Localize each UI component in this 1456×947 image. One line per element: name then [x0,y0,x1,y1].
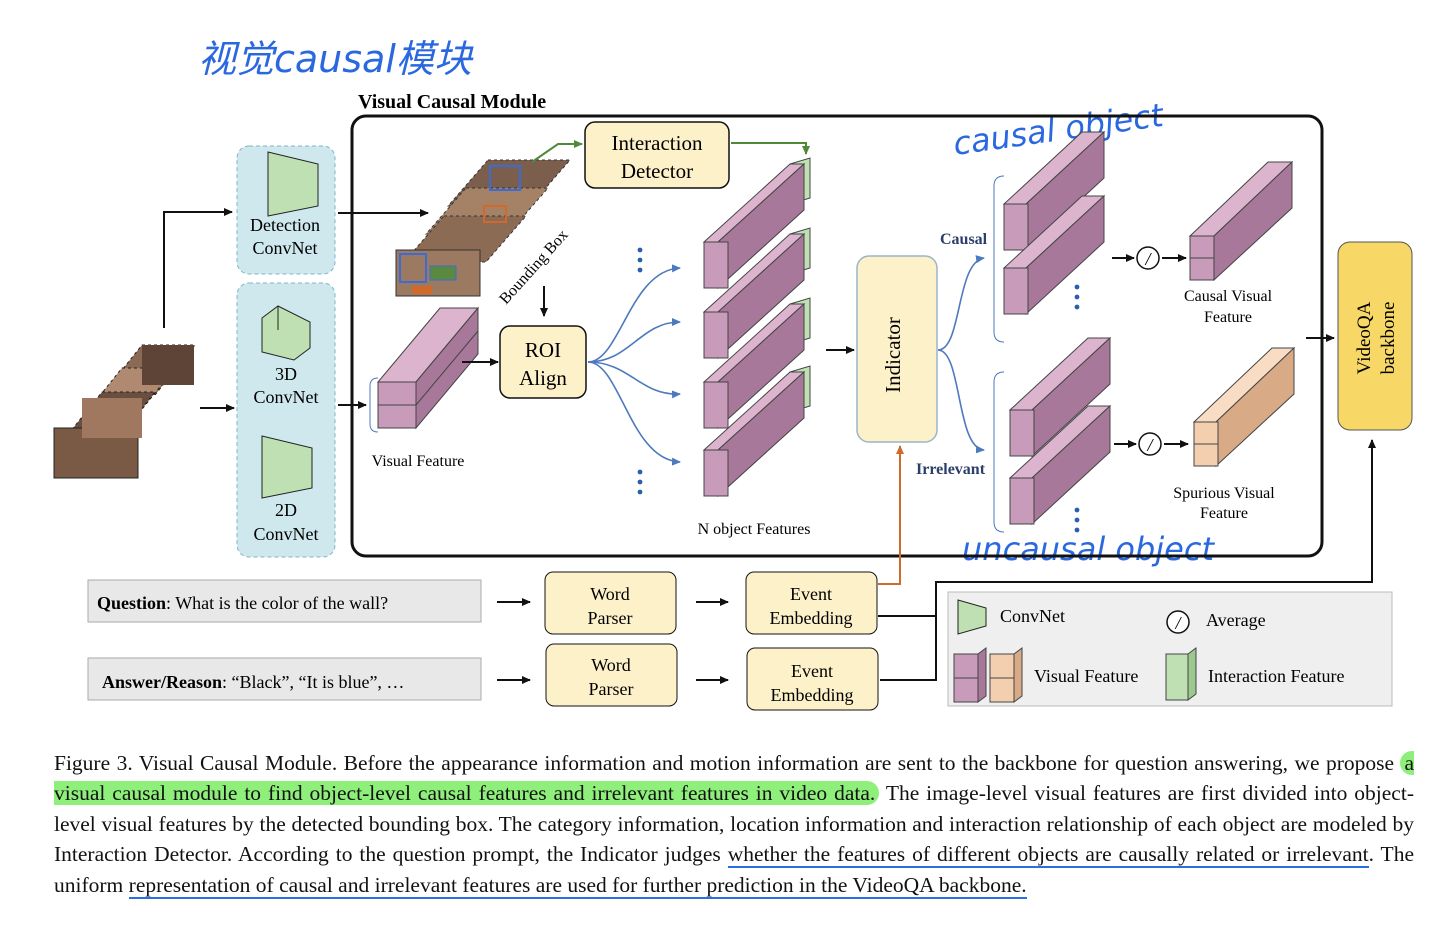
n-object-features-label: N object Features [698,521,811,538]
word-parser-answer-label: Word [591,655,631,675]
question-value: : What is the color of the wall? [166,593,388,613]
answer-box [87,657,482,701]
bounding-box-frames [395,159,572,297]
legend-interaction-feature-label: Interaction Feature [1208,666,1344,686]
event-embedding-answer-label-2: Embedding [771,685,854,705]
videoqa-backbone-label: VideoQA [1354,301,1375,374]
convnet-2d-label-2: ConvNet [254,524,319,544]
visual-feature-label: Visual Feature [372,453,465,470]
spurious-visual-feature-label: Spurious Visual [1173,485,1275,502]
word-parser-question-label-2: Parser [588,608,633,628]
videoqa-backbone-box [1337,241,1413,431]
legend-convnet-icon [957,599,987,635]
caption-part-1: Figure 3. Visual Causal Module. Before t… [54,751,1395,775]
causal-visual-feature-cuboid [1188,160,1294,282]
video-frames-stack [53,344,197,479]
causal-branch-label: Causal [940,231,988,248]
event-embedding-question-label: Event [790,584,832,604]
irrelevant-object-features [1008,336,1112,526]
event-embedding-answer-label: Event [791,661,833,681]
legend-visual-feature-icon [953,647,1023,703]
average-irrelevant-symbol: / [1146,435,1154,455]
bounding-box-label: Bounding Box [496,227,571,308]
legend-average-symbol: / [1174,613,1182,633]
word-parser-answer [545,643,678,707]
legend-interaction-feature-icon [1165,647,1197,701]
visual-feature-cuboid [376,306,480,430]
object-feature-stack [702,157,811,498]
irrelevant-branch-label: Irrelevant [916,461,986,478]
caption-part-2: The image-level visual features are firs… [54,781,1414,867]
convnet-2d-icon [261,435,313,499]
caption-underline-2: representation of causal and irrelevant … [128,872,1027,899]
caption-part-3: . The uniform [54,842,1414,897]
roi-align-label: ROI [525,338,561,362]
event-embedding-question [745,571,878,635]
answer-text: Answer/Reason: “Black”, “It is blue”, … [102,672,404,692]
caption-underline-1: whether the features of different object… [727,842,1369,869]
convnet-icon [267,151,319,217]
module-title: Visual Causal Module [358,91,546,113]
question-box [87,579,482,623]
detection-convnet-label: Detection [250,215,320,235]
answer-value: : “Black”, “It is blue”, … [222,672,404,692]
convnet-3d-label: 3D [275,364,297,384]
causal-visual-feature-label-2: Feature [1204,309,1252,326]
roi-align-box [499,325,587,399]
interaction-detector-label-2: Detector [621,159,693,183]
detection-convnet-label-2: ConvNet [253,238,318,258]
indicator-label: Indicator [881,317,905,393]
roi-align-label-2: Align [519,366,567,390]
causal-object-features [1002,130,1106,316]
causal-visual-feature-label: Causal Visual [1184,288,1273,305]
figure-caption: Figure 3. Visual Causal Module. Before t… [54,748,1415,900]
figure-diagram: 视觉causal模块 causal object uncausal object… [53,37,1413,711]
vertical-dots [637,247,1080,533]
word-parser-question-label: Word [590,584,630,604]
interaction-detector-label: Interaction [612,131,703,155]
roi-fan-arrows [587,264,681,466]
interaction-detector-box [584,121,730,189]
legend-visual-feature-label: Visual Feature [1034,666,1138,686]
average-causal-symbol: / [1144,249,1152,269]
question-key: Question [97,593,166,613]
answer-key: Answer/Reason [102,672,222,692]
convnet-3d-label-2: ConvNet [254,387,319,407]
question-text: Question: What is the color of the wall? [97,593,388,613]
legend-average-label: Average [1206,610,1266,630]
word-parser-answer-label-2: Parser [589,679,634,699]
word-parser-question [544,571,677,635]
spurious-visual-feature-cuboid [1192,346,1296,468]
average-irrelevant-icon [1138,432,1162,456]
handwritten-uncausal-object-note: uncausal object [962,530,1215,568]
average-causal-icon [1136,246,1160,270]
legend-convnet-label: ConvNet [1000,606,1065,626]
event-embedding-question-label-2: Embedding [770,608,853,628]
handwritten-module-note: 视觉causal模块 [198,37,474,81]
event-embedding-answer [746,647,879,711]
spurious-visual-feature-label-2: Feature [1200,505,1248,522]
convnet-2d-label: 2D [275,500,297,520]
legend-average-icon [1166,610,1190,634]
indicator-box [856,255,938,443]
videoqa-backbone-label-2: backbone [1378,302,1399,375]
module-frame [350,114,1324,558]
